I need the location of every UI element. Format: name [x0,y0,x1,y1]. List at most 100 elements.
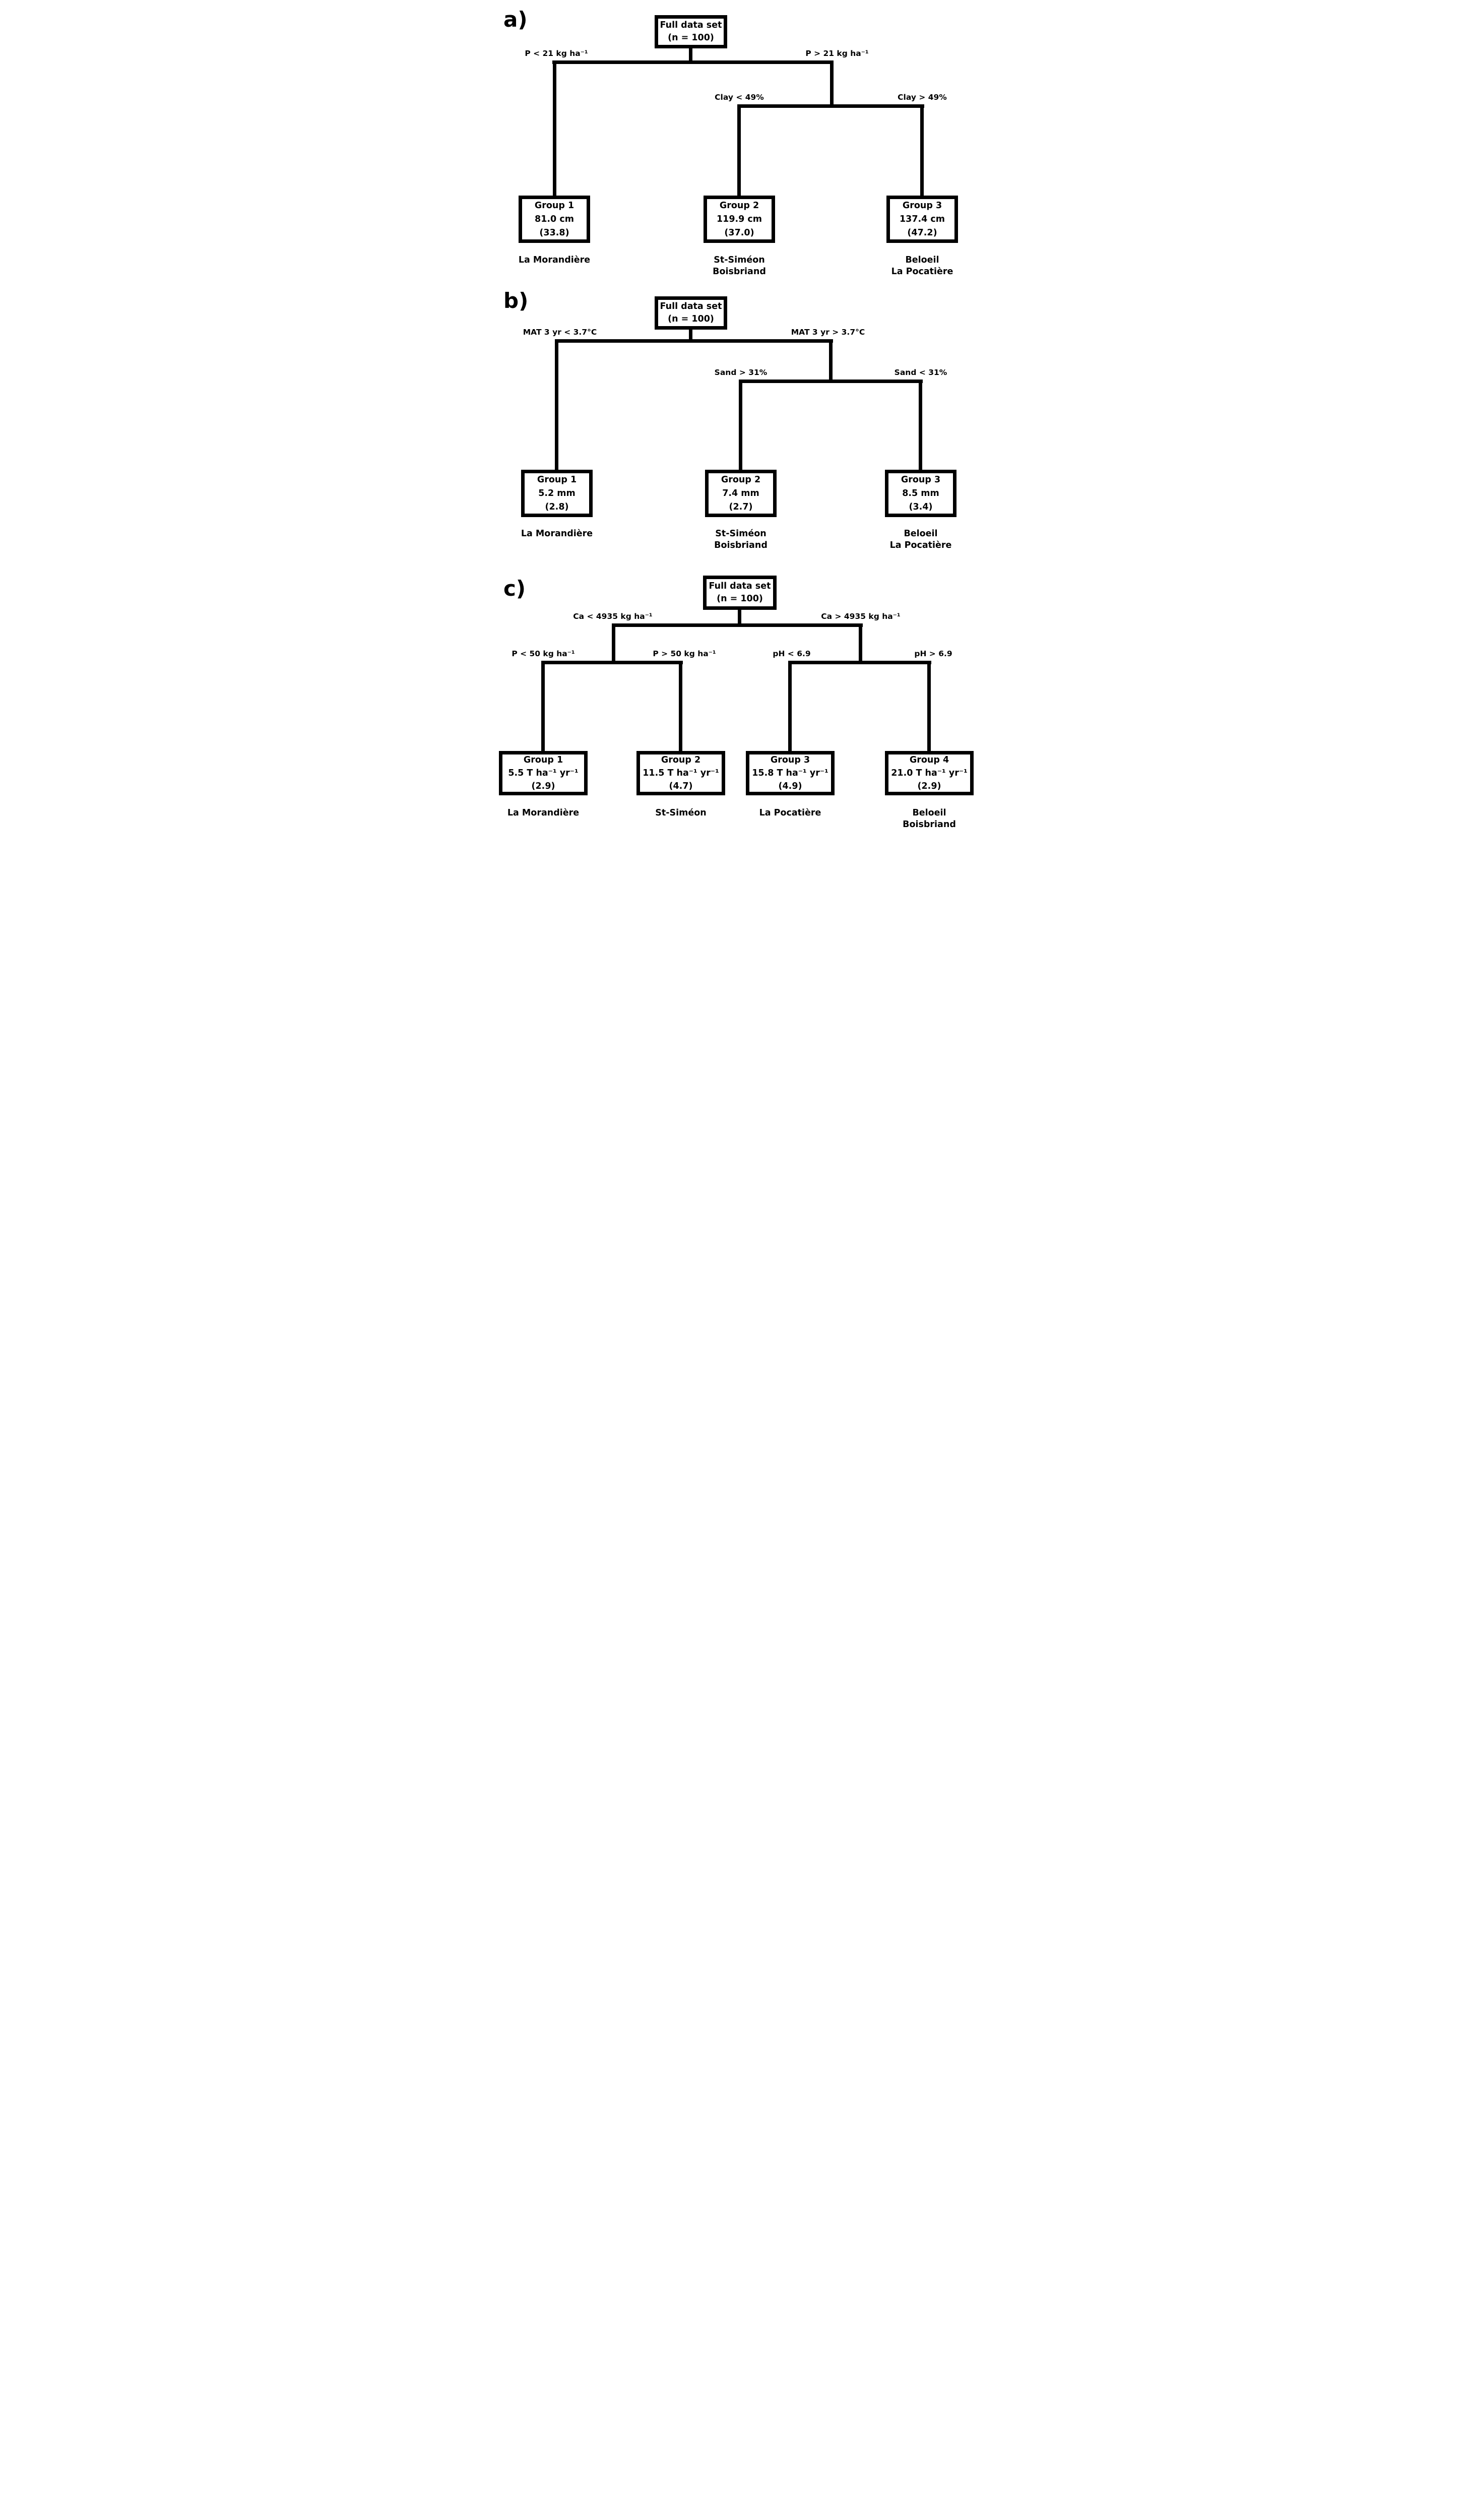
group-value: 11.5 T ha⁻¹ yr⁻¹ [643,768,719,778]
group-value: 5.5 T ha⁻¹ yr⁻¹ [508,768,579,778]
site-line: La Morandière [507,808,580,818]
connector-c-split2-right [788,661,931,664]
connector-a-split1 [552,60,834,64]
group-node-a1: Group 1 81.0 cm (33.8) [519,196,590,243]
group-node-c1: Group 1 5.5 T ha⁻¹ yr⁻¹ (2.9) [499,751,588,795]
branch-label-a-l2-left: Clay < 49% [715,93,764,102]
connector-b-child3-drop [919,380,922,470]
site-label-b1: La Morandière [512,528,602,540]
group-name: Group 1 [537,474,577,485]
connector-a-child2-drop [737,104,741,196]
site-label-c1: La Morandière [498,807,589,819]
site-label-b3: Beloeil La Pocatière [875,528,966,551]
group-value: 7.4 mm [722,488,759,498]
site-line: Boisbriand [903,820,956,830]
root-node-b: Full data set (n = 100) [655,296,727,330]
site-line: Boisbriand [713,267,766,277]
root-line1: Full data set [660,301,722,311]
branch-label-a-l1-right: P > 21 kg ha⁻¹ [805,49,869,58]
connector-b-root-stem [689,330,692,343]
group-name: Group 3 [770,755,810,765]
root-line2: (n = 100) [668,33,714,43]
branch-label-c-l2-left-b: P > 50 kg ha⁻¹ [653,649,716,658]
connector-b-right-drop [829,339,833,383]
group-name: Group 3 [902,200,942,211]
branch-label-a-l1-left: P < 21 kg ha⁻¹ [525,49,588,58]
site-line: Beloeil [912,808,946,818]
site-line: St-Siméon [715,529,767,539]
group-stat: (2.9) [531,781,555,791]
site-label-c4: Beloeil Boisbriand [884,807,975,831]
site-label-b2: St-Siméon Boisbriand [695,528,786,551]
branch-label-c-l1-right: Ca > 4935 kg ha⁻¹ [821,612,901,621]
group-node-b1: Group 1 5.2 mm (2.8) [521,470,593,517]
group-name: Group 4 [909,755,949,765]
connector-a-right-drop [830,60,834,108]
site-label-c3: La Pocatière [745,807,836,819]
connector-c-child2-drop [679,661,682,751]
group-stat: (2.8) [545,501,569,512]
group-stat: (33.8) [539,227,569,238]
group-name: Group 2 [721,474,761,485]
connector-c-split1 [612,623,863,627]
branch-label-b-l2-left: Sand > 31% [714,368,768,377]
site-line: St-Siméon [655,808,707,818]
group-node-c3: Group 3 15.8 T ha⁻¹ yr⁻¹ (4.9) [746,751,835,795]
connector-c-root-stem [738,610,741,627]
site-line: La Pocatière [891,267,953,277]
connector-c-right-drop [859,623,862,664]
group-node-c4: Group 4 21.0 T ha⁻¹ yr⁻¹ (2.9) [885,751,974,795]
root-node-c: Full data set (n = 100) [703,576,777,610]
branch-label-c-l2-left-a: P < 50 kg ha⁻¹ [512,649,575,658]
group-value: 15.8 T ha⁻¹ yr⁻¹ [752,768,828,778]
site-line: La Morandière [518,255,591,265]
site-label-a2: St-Siméon Boisbriand [694,255,785,278]
branch-label-c-l2-right-b: pH > 6.9 [914,649,952,658]
site-line: La Pocatière [889,540,952,550]
connector-b-split1 [555,339,833,343]
site-label-a1: La Morandière [509,255,600,266]
connector-b-child2-drop [739,380,742,470]
connector-c-left-drop [612,623,615,664]
connector-c-child1-drop [541,661,545,751]
branch-label-c-l1-left: Ca < 4935 kg ha⁻¹ [573,612,653,621]
site-label-a3: Beloeil La Pocatière [877,255,968,278]
site-label-c2: St-Siméon [635,807,726,819]
group-value: 21.0 T ha⁻¹ yr⁻¹ [891,768,968,778]
site-line: Boisbriand [714,540,768,550]
branch-label-b-l1-right: MAT 3 yr > 3.7°C [791,328,865,337]
connector-a-left-drop [553,60,556,196]
group-node-c2: Group 2 11.5 T ha⁻¹ yr⁻¹ (4.7) [636,751,725,795]
group-value: 81.0 cm [535,214,574,224]
group-name: Group 2 [719,200,759,211]
site-line: Beloeil [905,255,939,265]
group-node-a3: Group 3 137.4 cm (47.2) [886,196,958,243]
branch-label-c-l2-right-a: pH < 6.9 [773,649,811,658]
site-line: St-Siméon [714,255,765,265]
connector-c-child3-drop [788,661,792,751]
group-value: 5.2 mm [538,488,576,498]
group-stat: (4.7) [669,781,693,791]
connector-c-split2-left [541,661,683,664]
group-node-a2: Group 2 119.9 cm (37.0) [704,196,775,243]
branch-label-b-l2-right: Sand < 31% [894,368,947,377]
group-stat: (37.0) [724,227,754,238]
group-node-b2: Group 2 7.4 mm (2.7) [705,470,777,517]
branch-label-b-l1-left: MAT 3 yr < 3.7°C [523,328,597,337]
group-stat: (47.2) [907,227,937,238]
root-line1: Full data set [660,20,722,30]
root-line2: (n = 100) [717,594,763,604]
group-name: Group 1 [523,755,563,765]
group-value: 8.5 mm [902,488,939,498]
branch-label-a-l2-right: Clay > 49% [898,93,947,102]
group-value: 137.4 cm [899,214,945,224]
connector-c-child4-drop [927,661,931,751]
connector-b-split2 [739,380,923,383]
group-node-b3: Group 3 8.5 mm (3.4) [885,470,956,517]
group-stat: (2.9) [917,781,941,791]
group-name: Group 3 [901,474,941,485]
site-line: La Morandière [521,529,593,539]
root-line2: (n = 100) [668,314,714,324]
site-line: La Pocatière [759,808,821,818]
group-stat: (4.9) [778,781,802,791]
